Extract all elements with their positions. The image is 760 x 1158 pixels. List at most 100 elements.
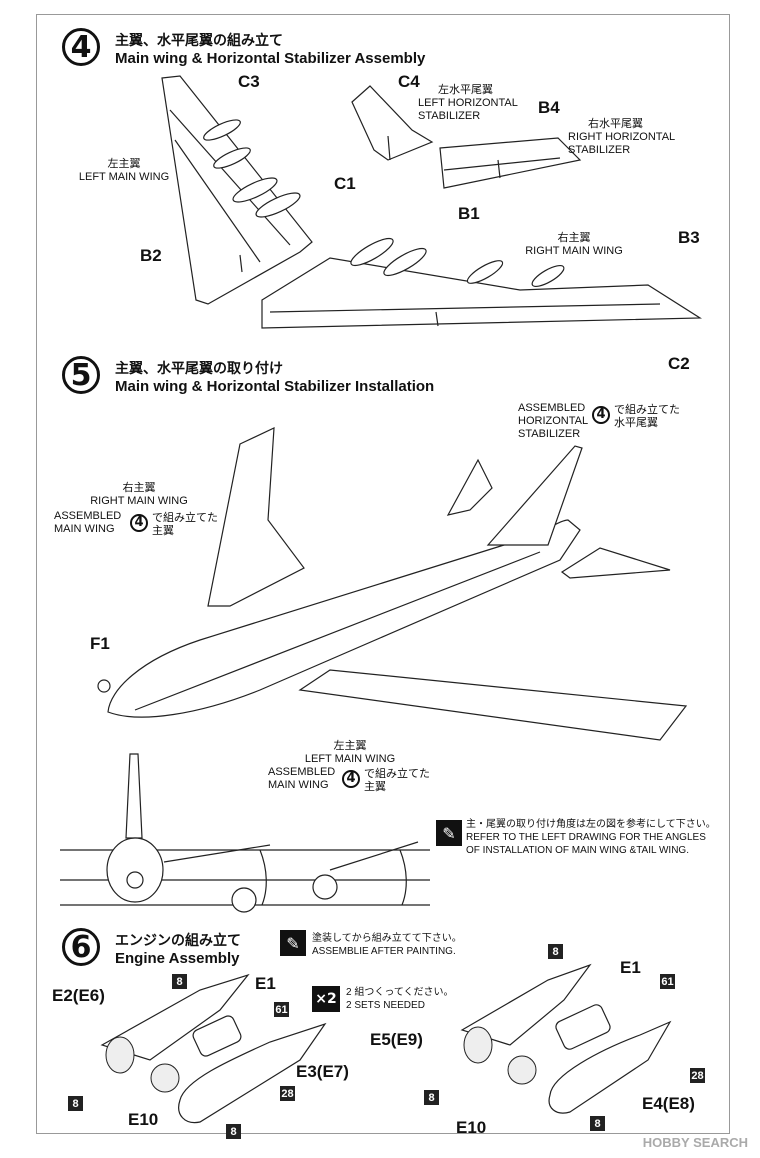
step-ref-circle: 4 bbox=[592, 405, 610, 424]
step6-title-en: Engine Assembly bbox=[115, 950, 240, 967]
right-stabilizer-drawing bbox=[439, 137, 582, 189]
step-number-4: 4 bbox=[62, 28, 100, 66]
right-main-wing-drawing bbox=[261, 237, 702, 329]
step5-title: 主翼、水平尾翼の取り付け Main wing & Horizontal Stab… bbox=[115, 358, 434, 395]
right-wing-jp2: で組み立てた bbox=[152, 512, 218, 524]
part-label-b2: B2 bbox=[140, 246, 162, 265]
right-stabilizer-en: RIGHT HORIZONTAL bbox=[568, 131, 676, 143]
right-wing-step-ref: 4 bbox=[130, 512, 148, 532]
left-main-wing-drawing bbox=[161, 75, 313, 305]
color-code-8: 8 bbox=[172, 974, 187, 989]
left-stabilizer-en2: STABILIZER bbox=[418, 110, 481, 122]
step-number-5: 5 bbox=[62, 356, 100, 394]
right-main-wing-en: RIGHT MAIN WING bbox=[525, 245, 623, 257]
step5-title-en: Main wing & Horizontal Stabilizer Instal… bbox=[115, 378, 435, 395]
part-label-e1-left: E1 bbox=[255, 974, 276, 993]
aircraft-drawing bbox=[97, 427, 688, 741]
right-main-wing-label: 右主翼 RIGHT MAIN WING bbox=[514, 232, 634, 258]
angle-note-en2: OF INSTALLATION OF MAIN WING &TAIL WING. bbox=[466, 845, 689, 856]
right-wing-assembled-en3: MAIN WING bbox=[54, 523, 115, 535]
left-wing-assembled-en3: MAIN WING bbox=[268, 779, 329, 791]
part-label-c3: C3 bbox=[238, 72, 260, 91]
left-wing-step-ref: 4 bbox=[342, 768, 360, 788]
step-number-6: 6 bbox=[62, 928, 100, 966]
left-wing-jp3: 主翼 bbox=[364, 781, 386, 793]
color-code-61: 61 bbox=[274, 1002, 289, 1017]
color-code-8: 8 bbox=[548, 944, 563, 959]
part-label-f1: F1 bbox=[90, 634, 110, 653]
part-label-b3: B3 bbox=[678, 228, 700, 247]
left-main-wing-jp: 左主翼 bbox=[107, 158, 141, 170]
angle-reference-drawing bbox=[60, 753, 430, 913]
paint-note-en: ASSEMBLIE AFTER PAINTING. bbox=[312, 946, 456, 957]
part-label-e10-right: E10 bbox=[456, 1118, 487, 1137]
attention-icon: ✎ bbox=[436, 820, 462, 846]
right-wing-assembled-en2: ASSEMBLED bbox=[54, 510, 122, 522]
part-label-e1-right: E1 bbox=[620, 958, 641, 977]
right-wing-install-label: 右主翼 RIGHT MAIN WING bbox=[84, 482, 194, 508]
left-stabilizer-jp: 左水平尾翼 bbox=[438, 84, 493, 96]
part-label-b1: B1 bbox=[458, 204, 480, 223]
right-engine-drawing bbox=[460, 963, 672, 1114]
left-wing-jp-label: で組み立てた 主翼 bbox=[364, 768, 430, 794]
part-label-c2: C2 bbox=[668, 354, 690, 373]
assembled-stabilizer-en3: STABILIZER bbox=[518, 428, 581, 440]
color-code-28: 28 bbox=[690, 1068, 705, 1083]
right-stabilizer-en2: STABILIZER bbox=[568, 144, 631, 156]
instruction-sheet bbox=[36, 14, 730, 1134]
left-wing-jp2: で組み立てた bbox=[364, 768, 430, 780]
stabilizer-jp1: で組み立てた bbox=[614, 404, 680, 416]
part-label-e3: E3(E7) bbox=[296, 1062, 349, 1081]
left-engine-drawing bbox=[100, 973, 327, 1124]
color-code-8: 8 bbox=[68, 1096, 83, 1111]
part-label-e5: E5(E9) bbox=[370, 1030, 423, 1049]
left-wing-install-label: 左主翼 LEFT MAIN WING bbox=[290, 740, 410, 766]
stabilizer-jp-label: で組み立てた 水平尾翼 bbox=[614, 404, 680, 430]
paint-note: 塗装してから組み立てて下さい。 ASSEMBLIE AFTER PAINTING… bbox=[312, 932, 462, 958]
step6-title: エンジンの組み立て Engine Assembly bbox=[115, 930, 241, 967]
right-wing-jp-label: で組み立てた 主翼 bbox=[152, 512, 218, 538]
color-code-28: 28 bbox=[280, 1086, 295, 1101]
assembled-stabilizer-en1: ASSEMBLED bbox=[518, 402, 586, 414]
assembled-stabilizer-label: ASSEMBLED HORIZONTAL STABILIZER bbox=[518, 402, 588, 441]
step-ref-circle: 4 bbox=[342, 769, 360, 788]
step4-title-jp: 主翼、水平尾翼の組み立て bbox=[115, 33, 283, 49]
step5-title-jp: 主翼、水平尾翼の取り付け bbox=[115, 361, 283, 377]
left-main-wing-label: 左主翼 LEFT MAIN WING bbox=[74, 158, 174, 184]
right-wing-assembled-label: ASSEMBLED MAIN WING bbox=[54, 510, 121, 536]
part-label-b4: B4 bbox=[538, 98, 560, 117]
part-label-e2: E2(E6) bbox=[52, 986, 105, 1005]
sets-note-jp: 2 組つくってください。 bbox=[346, 987, 454, 998]
color-code-8: 8 bbox=[424, 1090, 439, 1105]
part-label-c1: C1 bbox=[334, 174, 356, 193]
left-wing-install-jp: 左主翼 bbox=[333, 740, 367, 752]
color-code-8: 8 bbox=[590, 1116, 605, 1131]
step4-title: 主翼、水平尾翼の組み立て Main wing & Horizontal Stab… bbox=[115, 30, 425, 67]
left-stabilizer-drawing bbox=[351, 85, 434, 161]
right-main-wing-jp: 右主翼 bbox=[557, 232, 591, 244]
left-main-wing-en: LEFT MAIN WING bbox=[78, 171, 170, 183]
left-wing-assembled-en2: ASSEMBLED bbox=[268, 766, 336, 778]
color-code-8: 8 bbox=[226, 1124, 241, 1139]
paint-note-jp: 塗装してから組み立てて下さい。 bbox=[312, 933, 462, 944]
part-label-e4: E4(E8) bbox=[642, 1094, 695, 1113]
stabilizer-jp2: 水平尾翼 bbox=[614, 417, 658, 429]
part-label-e10-left: E10 bbox=[128, 1110, 159, 1129]
right-wing-jp3: 主翼 bbox=[152, 525, 174, 537]
step4-title-en: Main wing & Horizontal Stabilizer Assemb… bbox=[115, 50, 426, 67]
stabilizer-step-ref: 4 bbox=[592, 404, 610, 424]
right-stabilizer-label: 右水平尾翼 RIGHT HORIZONTAL STABILIZER bbox=[568, 118, 675, 157]
right-wing-install-jp: 右主翼 bbox=[122, 482, 156, 494]
angle-note: 主・尾翼の取り付け角度は左の図を参考にして下さい。 REFER TO THE L… bbox=[466, 818, 716, 857]
step6-title-jp: エンジンの組み立て bbox=[115, 933, 241, 949]
left-wing-install-en: LEFT MAIN WING bbox=[304, 753, 396, 765]
assembled-stabilizer-en2: HORIZONTAL bbox=[518, 415, 589, 427]
angle-note-en1: REFER TO THE LEFT DRAWING FOR THE ANGLES bbox=[466, 832, 706, 843]
paint-icon: ✎ bbox=[280, 930, 306, 956]
angle-note-jp: 主・尾翼の取り付け角度は左の図を参考にして下さい。 bbox=[466, 819, 716, 830]
step-ref-circle: 4 bbox=[130, 513, 148, 532]
sets-note: 2 組つくってください。 2 SETS NEEDED bbox=[346, 986, 454, 1012]
left-stabilizer-label: 左水平尾翼 LEFT HORIZONTAL STABILIZER bbox=[418, 84, 518, 123]
sets-note-en: 2 SETS NEEDED bbox=[346, 1000, 425, 1011]
